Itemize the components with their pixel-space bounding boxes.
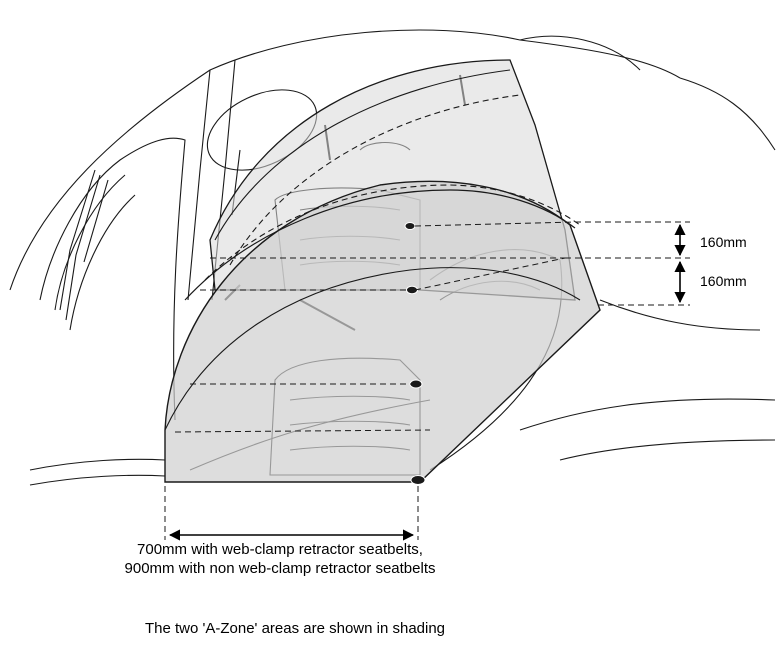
anchor-point [404,222,416,230]
door-frame [39,137,186,421]
width-note-line1: 700mm with web-clamp retractor seatbelts… [137,541,423,558]
anchor-point [410,475,426,485]
diagram-caption: The two 'A-Zone' areas are shown in shad… [144,620,446,637]
height-label-lower: 160mm [700,273,747,289]
height-dimension-lines [174,221,690,433]
height-label-upper: 160mm [700,234,747,250]
a-zone-lower [164,180,601,483]
car-rear-line [679,77,776,151]
car-roof-line [9,29,681,291]
width-note-line2: 900mm with non web-clamp retractor seatb… [124,560,436,577]
width-dimension [164,486,419,541]
